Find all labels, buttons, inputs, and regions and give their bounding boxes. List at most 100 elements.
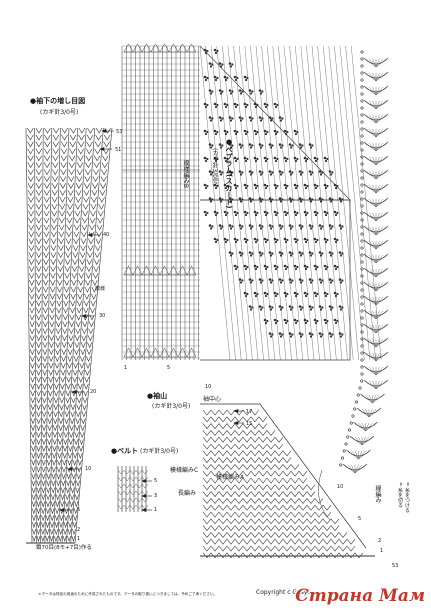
pattern-dot — [239, 227, 243, 230]
v-stitch-mark — [45, 529, 50, 536]
scallop-spoke — [372, 366, 377, 376]
v-stitch-mark — [54, 515, 59, 522]
pattern-dot — [238, 116, 242, 119]
v-stitch-mark — [91, 190, 98, 196]
pattern-dot — [288, 278, 292, 281]
pattern-dot — [218, 170, 222, 173]
v-stitch-mark — [64, 273, 70, 279]
triangle-stitch — [177, 347, 188, 358]
pattern-dot — [239, 119, 243, 122]
pattern-dot — [226, 130, 229, 134]
v-stitch-mark — [87, 252, 93, 259]
pattern-dot — [311, 333, 314, 336]
pattern-dot — [279, 227, 283, 230]
v-stitch-mark — [258, 525, 268, 532]
v-stitch-mark — [36, 363, 42, 369]
pattern-dot — [206, 103, 209, 107]
v-stitch-mark — [64, 418, 69, 425]
v-stitch-mark — [48, 390, 53, 397]
pattern-dot — [203, 183, 207, 187]
pattern-dot — [236, 103, 239, 107]
pattern-dot — [291, 306, 294, 309]
pattern-dot — [263, 129, 267, 133]
pattern-dot — [216, 103, 219, 107]
pattern-dot — [304, 213, 308, 217]
v-stitch-mark — [47, 432, 52, 439]
v-stitch-mark — [274, 471, 284, 477]
v-stitch-mark — [51, 183, 58, 189]
pattern-dot — [244, 105, 248, 109]
pattern-dot — [246, 211, 249, 215]
v-stitch-mark — [226, 505, 236, 511]
v-stitch-mark — [68, 162, 75, 169]
edging-chain-loop — [360, 246, 364, 250]
pattern-dot — [261, 144, 264, 147]
scallop-spoke — [375, 198, 387, 208]
v-stitch-mark — [28, 280, 35, 286]
v-stitch-mark — [226, 511, 236, 518]
pattern-dot — [263, 237, 267, 241]
v-stitch-mark — [266, 511, 276, 518]
v-stitch-mark — [81, 231, 87, 238]
v-stitch-mark — [250, 511, 260, 518]
v-stitch-mark — [42, 369, 48, 376]
pattern-dot — [279, 200, 283, 203]
cap-row-10: 10 — [337, 484, 344, 490]
pattern-dot — [296, 292, 299, 296]
edging-chain-loop — [360, 379, 364, 383]
v-stitch-mark — [210, 457, 220, 464]
pattern-dot — [226, 157, 229, 161]
stitch-column-line — [57, 127, 78, 544]
pattern-dot — [333, 210, 337, 214]
pattern-dot — [203, 156, 207, 160]
pattern-dot — [264, 240, 268, 244]
v-stitch-mark — [98, 203, 105, 210]
pattern-dot — [253, 183, 257, 187]
pattern-dot — [326, 211, 329, 215]
v-stitch-mark — [258, 430, 268, 436]
v-stitch-mark — [74, 342, 80, 349]
scallop-spoke — [368, 198, 377, 208]
v-stitch-mark — [42, 335, 48, 342]
pattern-dot — [308, 197, 312, 200]
pattern-dot — [213, 48, 217, 52]
pattern-dot — [243, 183, 247, 187]
scallop-spoke — [375, 114, 380, 124]
v-stitch-mark — [69, 307, 76, 314]
pattern-dot — [291, 198, 294, 201]
pattern-dot — [319, 200, 323, 203]
pattern-dot — [274, 159, 278, 163]
v-stitch-mark — [30, 390, 36, 397]
v-stitch-mark — [202, 532, 212, 538]
edging-chain-loop — [360, 57, 364, 61]
v-stitch-mark — [48, 376, 54, 383]
v-stitch-mark — [338, 532, 348, 538]
sleeve-cap-pattern-label: 模様編みA — [216, 474, 245, 481]
pattern-dot — [268, 116, 272, 119]
pattern-dot — [253, 156, 257, 160]
belt-stitch-mark — [129, 476, 137, 482]
pattern-dot — [289, 146, 293, 149]
v-stitch-mark — [76, 480, 81, 487]
scallop-spoke — [375, 254, 384, 264]
pattern-dot — [223, 75, 227, 79]
v-stitch-mark — [282, 545, 292, 552]
v-stitch-mark — [61, 127, 68, 134]
pattern-dot — [244, 213, 248, 217]
v-stitch-mark — [64, 411, 70, 418]
edging-chain-loop — [360, 85, 364, 89]
pattern-dot — [313, 210, 317, 214]
v-stitch-mark — [45, 522, 50, 529]
v-stitch-mark — [36, 522, 41, 529]
sleeve-increase-hook: (カギ針3/0号) — [40, 109, 79, 116]
v-stitch-mark — [210, 532, 220, 538]
v-stitch-mark — [69, 508, 74, 515]
v-stitch-mark — [298, 552, 308, 559]
scallop-spoke — [375, 352, 384, 362]
v-stitch-mark — [266, 443, 276, 450]
v-stitch-mark — [314, 511, 324, 518]
edging-chain-loop — [342, 449, 346, 453]
pattern-dot — [276, 211, 279, 215]
v-stitch-mark — [46, 501, 50, 508]
scallop-spoke — [375, 324, 380, 334]
